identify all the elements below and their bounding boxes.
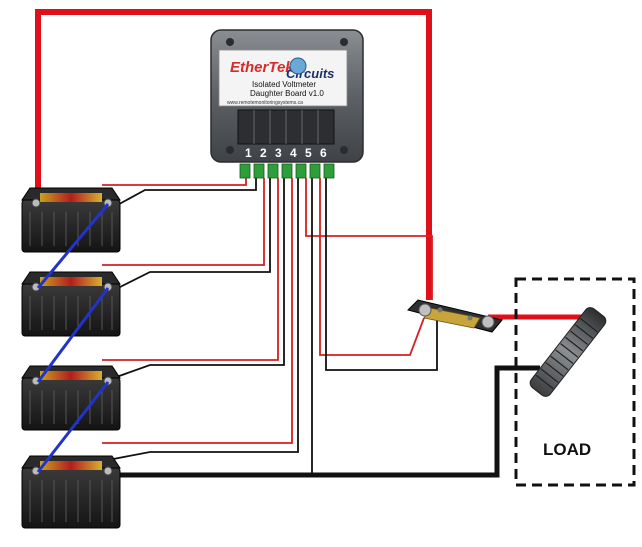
battery-3 bbox=[21, 365, 121, 431]
voltmeter-module bbox=[210, 29, 364, 179]
module-brand-ethertek: EtherTek bbox=[230, 59, 294, 76]
pin-label-1: 1 bbox=[245, 146, 252, 160]
battery-2 bbox=[21, 271, 121, 337]
battery-1 bbox=[21, 187, 121, 253]
pin-label-4: 4 bbox=[290, 146, 297, 160]
pin-label-6: 6 bbox=[320, 146, 327, 160]
load-label: LOAD bbox=[543, 440, 591, 459]
current-shunt bbox=[407, 299, 503, 333]
pin-label-3: 3 bbox=[275, 146, 282, 160]
pin-label-2: 2 bbox=[260, 146, 267, 160]
pin-label-5: 5 bbox=[305, 146, 312, 160]
sense-wires bbox=[102, 178, 438, 475]
load-resistor bbox=[529, 307, 607, 397]
positive-main-wire bbox=[35, 9, 432, 300]
module-title-line2: Daughter Board v1.0 bbox=[250, 89, 324, 98]
module-url: www.remotemonitoringsystems.ca bbox=[227, 100, 303, 106]
module-title-line1: Isolated Voltmeter bbox=[252, 80, 316, 89]
globe-icon bbox=[289, 57, 307, 75]
battery-4 bbox=[21, 455, 121, 529]
negative-main-wire bbox=[102, 365, 540, 478]
series-links bbox=[36, 203, 110, 473]
load-box bbox=[514, 277, 636, 487]
